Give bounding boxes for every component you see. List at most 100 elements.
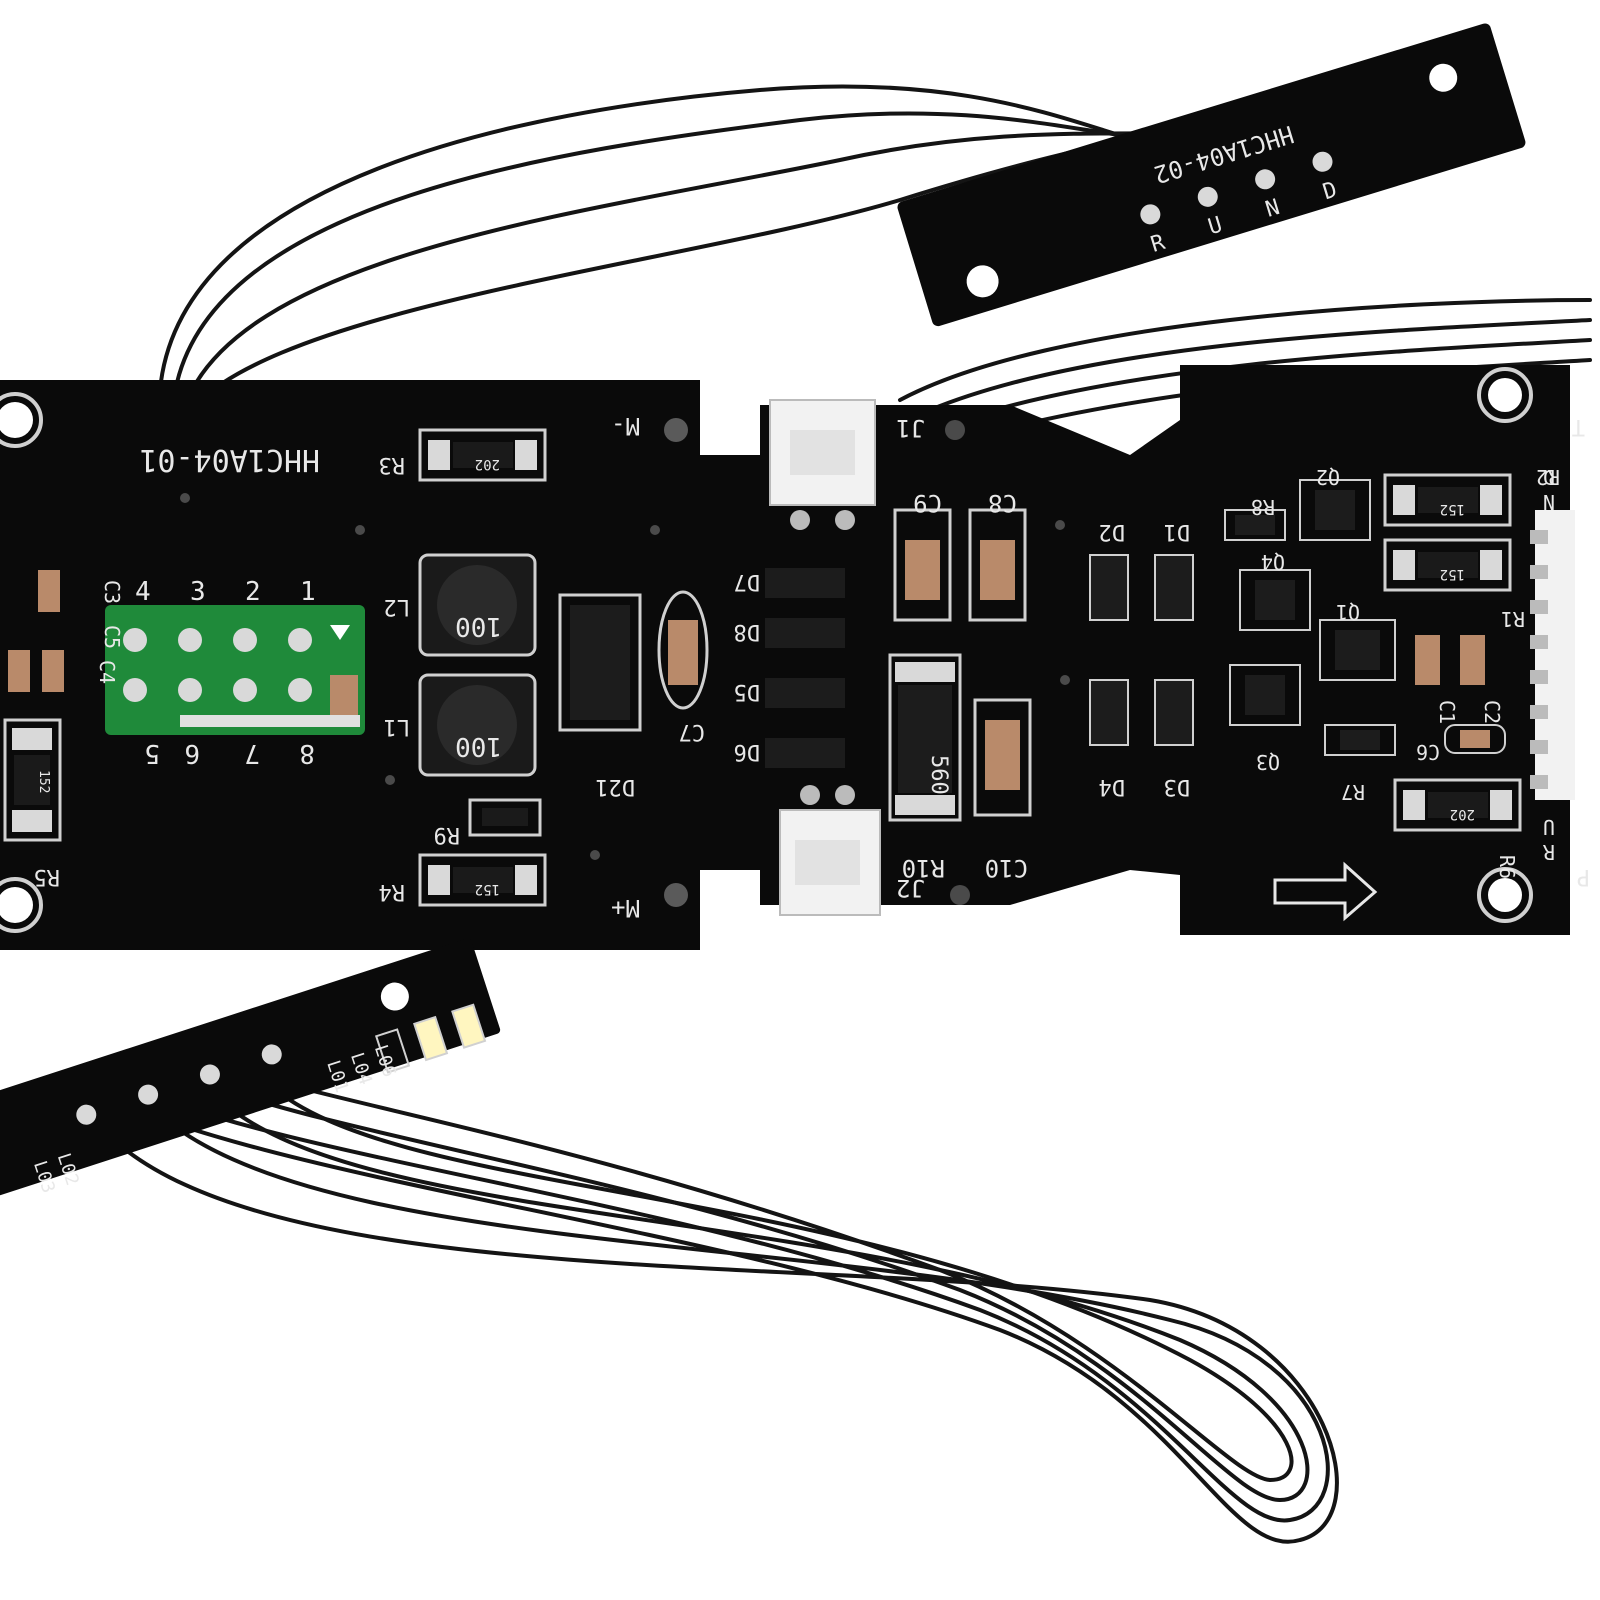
edge-pin-n: N <box>1543 490 1555 514</box>
edge-pin-d: D <box>1543 465 1555 489</box>
r3-label: R3 <box>379 452 406 477</box>
transistors: Q4 Q2 Q1 Q3 <box>1229 465 1396 774</box>
r5-label: R5 <box>34 864 61 889</box>
r9-label: R9 <box>434 822 461 847</box>
resistor-r10: 560 R10 <box>888 653 962 882</box>
r6-code: 202 <box>1450 806 1475 822</box>
r2-label: R2 <box>1536 465 1560 489</box>
header-board: 4 3 2 1 5 6 7 8 <box>105 577 365 768</box>
header-num-3: 3 <box>190 577 206 607</box>
header-num-6: 6 <box>184 738 200 768</box>
d7-label: D7 <box>734 569 761 594</box>
d6-label: D6 <box>734 739 761 764</box>
edge-pin-r: R <box>1542 840 1555 864</box>
resistor-r4: 152 R4 <box>379 853 547 907</box>
r6-label: R6 <box>1495 855 1519 879</box>
q2-label: Q2 <box>1316 465 1340 489</box>
motor-minus-label: M- <box>611 412 640 440</box>
d3-label: D3 <box>1164 774 1191 799</box>
edge-label-t: T <box>1572 414 1585 439</box>
r4-code: 152 <box>475 881 500 897</box>
led-board: L01 L04 L06 L02 L03 <box>0 938 501 1196</box>
d1-label: D1 <box>1164 519 1191 544</box>
capacitor-c7: C7 <box>657 590 709 744</box>
capacitor-c9: C9 <box>893 489 952 622</box>
r1-code: 152 <box>1440 566 1465 582</box>
mounting-hole <box>1429 63 1458 92</box>
resistor-r7: R7 <box>1324 724 1396 804</box>
vias <box>180 420 1070 905</box>
l1-label: L1 <box>384 714 411 739</box>
q4-label: Q4 <box>1261 550 1285 574</box>
header-num-7: 7 <box>244 738 260 768</box>
led-chips <box>374 1003 487 1074</box>
diodes-d1-d4: D2 D1 D4 D3 <box>1089 519 1194 799</box>
left-edge-parts: C3 C5 C4 152 R5 <box>3 570 124 889</box>
inductor-l1: 100 L1 <box>384 673 537 777</box>
diode-array: D7 D8 D5 D6 <box>734 568 845 768</box>
motor-plus-label: M+ <box>611 894 640 922</box>
led-board-pads <box>76 1044 282 1125</box>
r10-code: 560 <box>926 755 951 795</box>
d5-label: D5 <box>734 679 761 704</box>
j1-label: J1 <box>896 414 925 442</box>
r5-code: 152 <box>36 770 51 793</box>
c2-label: C2 <box>1480 700 1504 724</box>
edge-label-p: P <box>1577 864 1590 889</box>
mounting-hole <box>966 265 999 298</box>
d21-label: D21 <box>595 774 635 799</box>
direction-arrow <box>1273 861 1378 922</box>
c1-label: C1 <box>1435 700 1459 724</box>
q3-label: Q3 <box>1256 750 1280 774</box>
resistor-r9: R9 <box>434 798 542 847</box>
capacitor-c8: C8 <box>968 489 1027 622</box>
diode-d21: D21 <box>558 593 642 799</box>
capacitors-c1-c2: C1 C2 <box>1415 635 1504 724</box>
c5-label: C5 <box>100 625 124 649</box>
mounting-holes <box>0 367 1533 933</box>
resistor-r2: 152 R2 <box>1383 465 1560 527</box>
q1-label: Q1 <box>1336 600 1360 624</box>
wire-bundle-top <box>158 84 1592 432</box>
connector-j2: J2 <box>779 785 925 916</box>
main-board-id: HHC1A04-01 <box>139 442 320 477</box>
resistor-r6: 202 R6 <box>1393 778 1522 879</box>
l2-code: 100 <box>455 611 502 641</box>
r4-label: R4 <box>379 879 406 904</box>
l1-code: 100 <box>455 731 502 761</box>
top-sensor-board: HHC1A04-02 R U N D <box>897 23 1526 327</box>
c10-label: C10 <box>985 854 1028 882</box>
c3-label: C3 <box>100 580 124 604</box>
c9-label: C9 <box>913 489 942 517</box>
edge-pin-u: U <box>1543 815 1555 839</box>
d8-label: D8 <box>734 619 761 644</box>
connector-j1: J1 <box>769 399 925 530</box>
r7-label: R7 <box>1341 780 1365 804</box>
r1-label: R1 <box>1501 607 1525 631</box>
resistor-r1: 152 R1 <box>1383 538 1525 631</box>
header-num-4: 4 <box>135 577 151 607</box>
c7-label: C7 <box>679 719 706 744</box>
resistor-r8: R8 <box>1224 495 1286 541</box>
r10-label: R10 <box>902 854 945 882</box>
main-board: HHC1A04-01 M- M+ 202 R3 4 3 2 1 <box>0 365 1590 950</box>
c6-label: C6 <box>1416 740 1440 764</box>
edge-connector: D N U R T P <box>1530 414 1590 889</box>
capacitor-c6: C6 <box>1416 724 1506 764</box>
r2-code: 152 <box>1440 501 1465 517</box>
resistor-r3: 202 R3 <box>379 428 547 482</box>
header-num-5: 5 <box>144 738 160 768</box>
header-num-1: 1 <box>300 577 316 607</box>
capacitor-c10: C10 <box>973 698 1032 882</box>
l2-label: L2 <box>384 594 411 619</box>
c4-label: C4 <box>95 660 119 684</box>
r3-code: 202 <box>475 456 500 472</box>
c8-label: C8 <box>988 489 1017 517</box>
j2-label: J2 <box>896 874 925 902</box>
inductor-l2: 100 L2 <box>384 553 537 657</box>
wire-bundle-bottom <box>68 1078 1339 1544</box>
d4-label: D4 <box>1099 774 1126 799</box>
header-num-8: 8 <box>299 738 315 768</box>
header-num-2: 2 <box>245 577 261 607</box>
